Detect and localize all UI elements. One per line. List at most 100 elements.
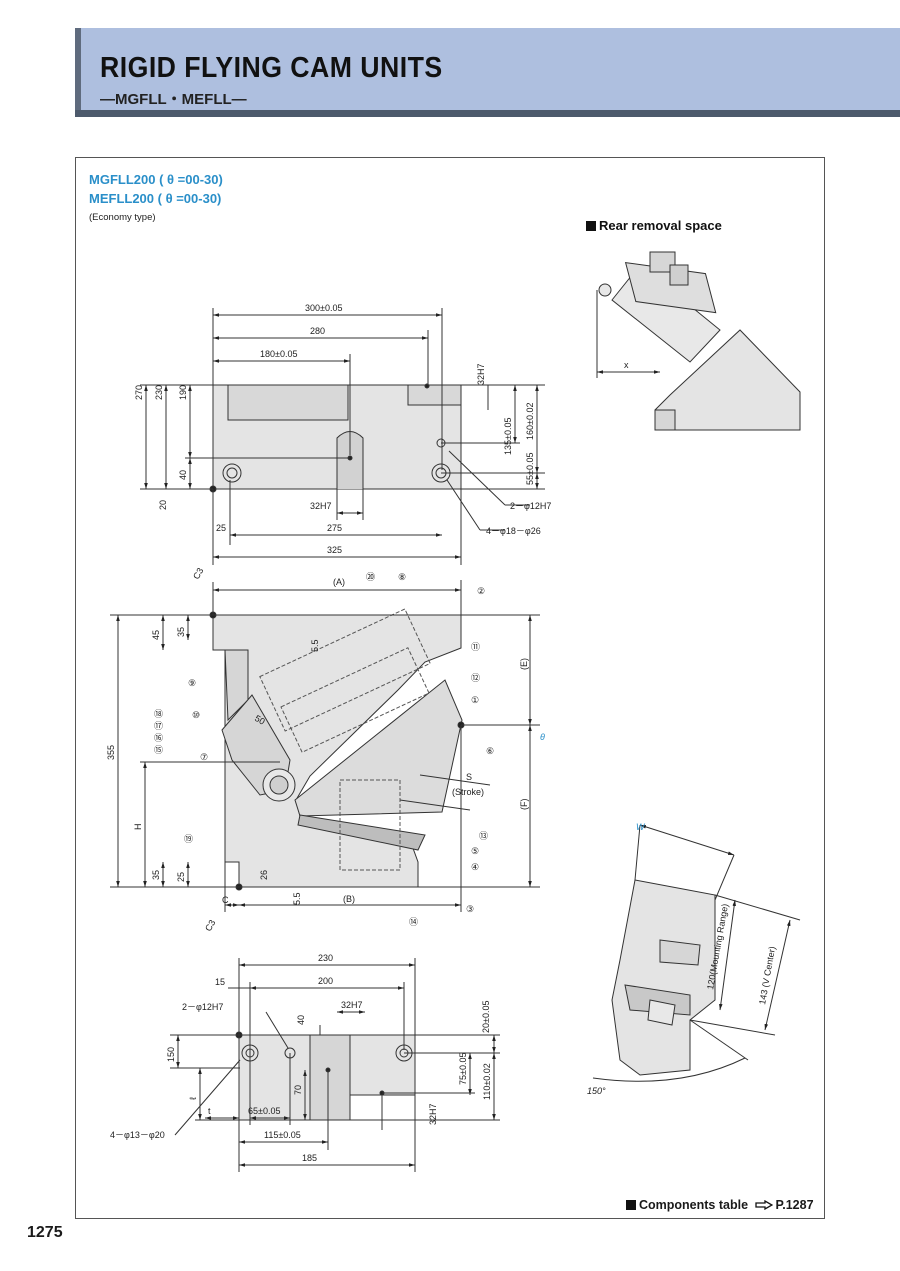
- dimension-label: 5.5: [310, 639, 320, 652]
- dimension-label: 25: [176, 872, 186, 882]
- square-bullet-icon: [626, 1200, 636, 1210]
- bottom-view-dims: [170, 958, 500, 1172]
- top-view-labels: 300±0.05 280 180±0.05 270 230 190 40 20 …: [134, 303, 551, 555]
- dimension-label: 5.5: [292, 892, 302, 905]
- dimension-label: ⑨: [188, 678, 196, 688]
- dimension-label: 270: [134, 385, 144, 400]
- dimension-label: (F): [519, 799, 529, 811]
- dimension-label: 32H7: [341, 1000, 363, 1010]
- dimension-label: ①: [471, 695, 479, 705]
- dimension-label: ⑦: [200, 752, 208, 762]
- header-edge: [75, 28, 81, 117]
- dimension-label: 325: [327, 545, 342, 555]
- dimension-label: ⑬: [479, 831, 488, 841]
- dimension-label: 25: [216, 523, 226, 533]
- dimension-label: 150: [166, 1047, 176, 1062]
- side-view: [611, 879, 716, 1076]
- bottom-view: [235, 1031, 416, 1121]
- dimension-label: C: [222, 895, 229, 905]
- dimension-label: 2－φ12H7: [510, 501, 551, 511]
- dimension-label: 275: [327, 523, 342, 533]
- model-name-mgfll: MGFLL200 ( θ =00-30): [89, 172, 223, 187]
- dimension-label: 160±0.02: [525, 403, 535, 440]
- dimension-label: ⑱: [154, 709, 163, 719]
- dimension-label: C3: [203, 918, 217, 933]
- pointing-hand-icon: [754, 1200, 773, 1210]
- dimension-label: (E): [519, 658, 529, 670]
- page-subtitle: —MGFLL・MEFLL—: [100, 91, 247, 108]
- dimension-label: (A): [333, 577, 345, 587]
- square-bullet-icon: [586, 221, 596, 231]
- drawing-frame: [75, 157, 825, 1219]
- dimension-label: 4－φ13－φ20: [110, 1130, 165, 1140]
- dimension-label: ⑲: [184, 834, 193, 844]
- dimension-label: ⑥: [486, 746, 494, 756]
- dimension-label: 70: [293, 1085, 303, 1095]
- header-band: [75, 28, 900, 113]
- dimension-label: ⑳: [366, 572, 375, 582]
- callout-numbers: ⑳ ⑧ ② ⑪ ⑫ ① ⑥ ⑨ ⑩ ⑱ ⑰ ⑯ ⑮ ⑦ ⑲ ⑬ ⑤ ④ ⑭ ③: [154, 572, 494, 927]
- top-view: [140, 308, 545, 565]
- economy-note: (Economy type): [89, 212, 156, 223]
- dimension-label: 4－φ18－φ26: [486, 526, 541, 536]
- bottom-view-labels: 230 15 200 2－φ12H7 40 32H7 20±0.05 150 7…: [110, 953, 492, 1163]
- dimension-label: ⑮: [154, 745, 163, 755]
- dimension-label: 185: [302, 1153, 317, 1163]
- dimension-label: θ: [540, 732, 545, 742]
- dimension-label: 200: [318, 976, 333, 986]
- dimension-label: 35: [151, 870, 161, 880]
- dimension-label: ⑯: [154, 733, 163, 743]
- dimension-label: 20: [158, 500, 168, 510]
- dimension-label: 20±0.05: [481, 1001, 491, 1033]
- dimension-label: 280: [310, 326, 325, 336]
- dimension-label: ⑧: [398, 572, 406, 582]
- header-underline-bar: [75, 110, 900, 117]
- dimension-label: 32H7: [310, 501, 332, 511]
- dimension-label: 115±0.05: [264, 1130, 301, 1140]
- dimension-label: ⑪: [471, 642, 480, 652]
- rear-x-label: x: [624, 360, 629, 370]
- dimension-label: ②: [477, 586, 485, 596]
- dimension-label: W: [636, 822, 646, 832]
- model-name-mefll: MEFLL200 ( θ =00-30): [89, 191, 222, 206]
- dimension-label: H: [133, 824, 143, 831]
- page-title: RIGID FLYING CAM UNITS: [100, 52, 443, 84]
- dimension-label: 190: [178, 385, 188, 400]
- dimension-label: ③: [466, 904, 474, 914]
- dim-label: 300±0.05: [305, 303, 342, 313]
- dimension-label: 55±0.05: [525, 453, 535, 485]
- dimension-label: 2－φ12H7: [182, 1002, 223, 1012]
- dimension-label: 355: [106, 745, 116, 760]
- dimension-label: 110±0.02: [482, 1063, 492, 1100]
- dimension-label: ⑩: [192, 710, 200, 720]
- dimension-label: 50: [253, 713, 267, 727]
- dimension-label: 26: [259, 870, 269, 880]
- dimension-label: 150°: [587, 1086, 606, 1096]
- dimension-label: ℓ: [188, 1096, 198, 1100]
- dimension-label: 45: [151, 630, 161, 640]
- front-view-dims: [110, 580, 540, 912]
- dimension-label: 230: [154, 385, 164, 400]
- dimension-label: 75±0.05: [458, 1053, 468, 1085]
- rear-removal-view: [596, 251, 801, 431]
- dimension-label: 32H7: [428, 1103, 438, 1125]
- page-number: 1275: [27, 1224, 63, 1241]
- dimension-label: S: [466, 772, 472, 782]
- dimension-label: 40: [178, 470, 188, 480]
- dimension-label: 35: [176, 627, 186, 637]
- dimension-label: C3: [191, 566, 205, 581]
- dimension-label: ⑫: [471, 673, 480, 683]
- dimension-label: ⑤: [471, 846, 479, 856]
- dimension-label: 143 (V Center): [757, 945, 777, 1005]
- dimension-label: 15: [215, 977, 225, 987]
- dimension-label: 180±0.05: [260, 349, 297, 359]
- dimension-label: 32H7: [476, 363, 486, 385]
- front-view: [209, 608, 465, 891]
- dimension-label: 135±0.05: [503, 418, 513, 455]
- components-table-link[interactable]: Components table P.1287: [626, 1198, 814, 1212]
- dimension-label: 65±0.05: [248, 1106, 280, 1116]
- dimension-label: ④: [471, 862, 479, 872]
- front-view-labels: C3 (A) 45 35 5.5 355 H 35 25 26 5.5 C (B…: [106, 566, 545, 933]
- dimension-label: 40: [296, 1015, 306, 1025]
